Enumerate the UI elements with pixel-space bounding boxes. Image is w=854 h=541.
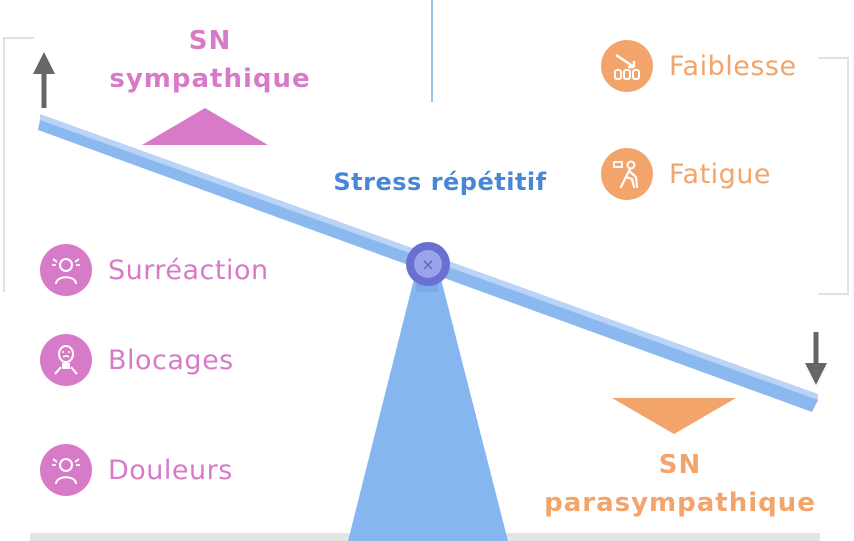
list-item-faiblesse: Faiblesse <box>601 40 797 92</box>
parasympathique-title-line1: SN <box>658 450 702 480</box>
list-item-label: Douleurs <box>108 454 233 486</box>
stressed-person-icon <box>40 244 92 296</box>
list-item-label: Faiblesse <box>669 50 797 82</box>
declining-battery-icon <box>601 40 653 92</box>
down-arrow-icon <box>805 363 827 385</box>
parasympathique-triangle <box>612 398 736 434</box>
stress-label: Stress répétitif <box>333 168 547 196</box>
pivot-inner <box>414 250 442 278</box>
right-frame-line <box>818 57 849 295</box>
list-item-surreaction: Surréaction <box>40 244 269 296</box>
up-arrow-icon <box>33 52 55 74</box>
exhausted-person-icon <box>601 148 653 200</box>
left-frame-line <box>3 37 34 292</box>
pivot-x-mark: × <box>421 255 434 274</box>
list-item-blocages: Blocages <box>40 334 234 386</box>
list-item-label: Blocages <box>108 344 234 376</box>
sympathique-title-line1: SN <box>188 26 232 56</box>
list-item-label: Fatigue <box>669 158 772 190</box>
parasympathique-title: SN parasympathique <box>520 446 840 522</box>
neck-pain-icon <box>40 334 92 386</box>
parasympathique-title-line2: parasympathique <box>544 488 816 518</box>
fulcrum-base <box>348 275 508 541</box>
list-item-label: Surréaction <box>108 254 269 286</box>
sympathique-title: SN sympathique <box>90 22 330 98</box>
list-item-fatigue: Fatigue <box>601 148 771 200</box>
stressed-person-icon <box>40 444 92 496</box>
sympathique-title-line2: sympathique <box>109 64 311 94</box>
sympathique-triangle <box>142 108 268 145</box>
list-item-douleurs: Douleurs <box>40 444 233 496</box>
